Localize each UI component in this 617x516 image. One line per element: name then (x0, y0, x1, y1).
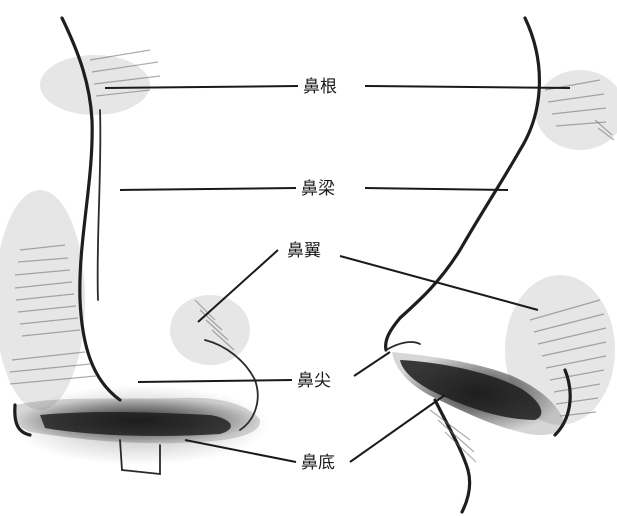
side-view-nose-sketch (386, 18, 617, 512)
label-nose-tip: 鼻尖 (294, 370, 334, 392)
leader-base-right (350, 395, 445, 462)
label-nose-base: 鼻底 (298, 452, 338, 474)
leader-bridge-right (365, 188, 508, 190)
leader-tip-left (138, 380, 292, 382)
label-nose-bridge: 鼻梁 (298, 178, 338, 200)
leader-bridge-left (120, 188, 296, 190)
leader-wing-right (340, 256, 538, 310)
label-nose-root: 鼻根 (300, 76, 340, 98)
leader-tip-right (354, 352, 390, 376)
label-nose-wing: 鼻翼 (284, 240, 324, 262)
